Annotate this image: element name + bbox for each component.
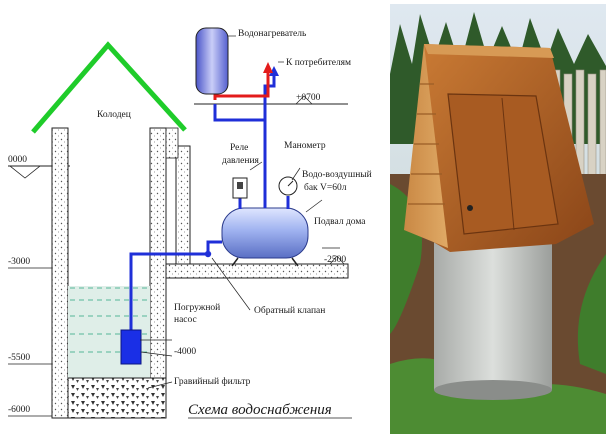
heater-label: Водонагреватель [238,29,307,39]
manometer-label: Манометр [284,141,326,151]
check-valve-label: Обратный клапан [254,305,325,316]
diagram-title: Схема водоснабжения [188,402,332,418]
level-4000-label: -4000 [174,347,196,357]
tank-label-1: Водо-воздушный [302,169,372,180]
level-0000-label: 0000 [8,155,27,165]
well-label: Колодец [97,110,131,120]
level-6000-label: -6000 [8,405,30,415]
basement-floor [165,263,349,279]
water-air-tank [221,207,309,259]
arrow-up-red-icon [263,62,273,73]
gravel-filter-label: Гравийный фильтр [174,376,251,387]
level-5500-label: -5500 [8,353,30,363]
gravel-filter [67,377,167,419]
ground-marker-icon [8,165,42,179]
consumers-label: К потребителям [286,57,351,68]
tank-label-2: бак V=60л [304,182,347,193]
hot-water-pipe [213,70,270,100]
relay-label-1: Реле [230,143,248,153]
well-roof [31,41,187,134]
door-handle-icon [467,205,473,211]
well-wall-left [51,127,69,419]
arrow-up-icon [269,66,279,76]
pump-label-2: насос [174,315,197,325]
house-foundation-wall [175,145,191,265]
water-heater [195,27,229,95]
level-0700-label: +0700 [296,93,321,103]
check-valve-icon [204,250,212,258]
level-3000-label: -3000 [8,257,30,267]
level-2500-label: -2500 [324,255,346,265]
relay-label-2: давления [222,156,260,166]
submersible-pump [120,329,142,365]
wooden-well-photo [390,4,606,434]
water-supply-diagram: Колодец Водонагреватель К потребителям +… [8,27,372,419]
pump-label-1: Погружной [174,302,220,313]
basement-label: Подвал дома [314,217,366,227]
